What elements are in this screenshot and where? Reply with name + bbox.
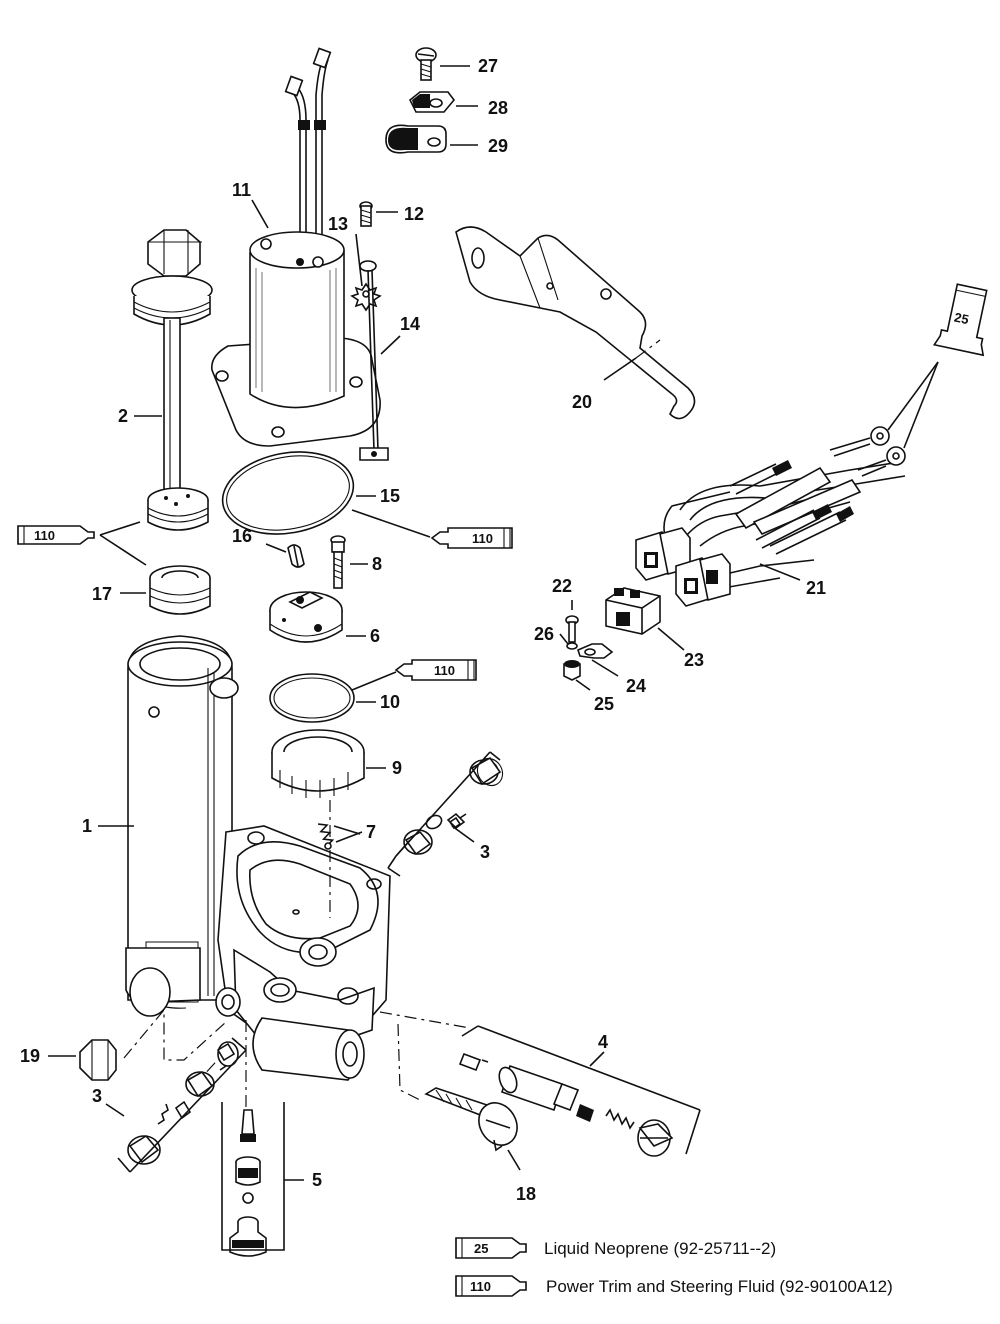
terminal-24 [577, 643, 619, 677]
wiring-harness-21 [635, 426, 906, 607]
callout-1: 1 [82, 816, 92, 836]
callout-5: 5 [312, 1170, 322, 1190]
callout-13: 13 [328, 214, 348, 234]
callout-6: 6 [370, 626, 380, 646]
manual-release-18 [424, 1087, 521, 1171]
callout-29: 29 [488, 136, 508, 156]
legend [455, 1237, 527, 1297]
valve-5 [221, 1102, 304, 1257]
screw-27 [415, 47, 470, 81]
callout-28: 28 [488, 98, 508, 118]
callout-22: 22 [552, 576, 572, 596]
callout-16: 16 [232, 526, 252, 546]
tube-110-left [17, 521, 147, 566]
callout-3-left: 3 [92, 1086, 102, 1106]
tube-110-oring [394, 659, 477, 681]
callout-7: 7 [366, 822, 376, 842]
callout-20: 20 [572, 392, 592, 412]
tube-25-top [887, 283, 988, 449]
legend-tube-110: 110 [470, 1279, 491, 1294]
screw-8 [330, 535, 368, 589]
nut-clip-28 [408, 91, 478, 113]
callout-4: 4 [598, 1032, 608, 1052]
nut-25 [563, 660, 591, 691]
callout-25: 25 [594, 694, 614, 714]
callout-27: 27 [478, 56, 498, 76]
clip-16 [265, 543, 305, 568]
star-washer-13 [350, 233, 382, 312]
oring-15 [221, 451, 431, 538]
ground-wire-14 [359, 260, 401, 461]
screw-12 [359, 201, 398, 227]
legend-tube-25: 25 [474, 1241, 488, 1256]
legend-item-110: Power Trim and Steering Fluid (92-90100A… [546, 1277, 893, 1296]
seal-17 [120, 565, 211, 615]
callout-17: 17 [92, 584, 112, 604]
callout-10: 10 [380, 692, 400, 712]
check-valve-3-right [387, 751, 504, 877]
callout-24: 24 [626, 676, 646, 696]
ring-nut-9 [271, 729, 386, 798]
cable-clamp-29 [385, 124, 478, 154]
spring-ball-7 [318, 823, 363, 850]
pump-6 [269, 591, 366, 643]
tube-label-110-right: 110 [472, 531, 493, 546]
callout-14: 14 [400, 314, 420, 334]
screw-22 [565, 600, 579, 643]
callout-26: 26 [534, 624, 554, 644]
oring-10 [269, 671, 397, 723]
callout-15: 15 [380, 486, 400, 506]
relay-23 [605, 587, 685, 651]
callout-19: 19 [20, 1046, 40, 1066]
callout-12: 12 [404, 204, 424, 224]
tube-label-25-top: 25 [953, 310, 970, 328]
callout-9: 9 [392, 758, 402, 778]
check-valve-3-left [105, 1037, 247, 1173]
callout-18: 18 [516, 1184, 536, 1204]
tube-110-right [430, 527, 513, 549]
callout-23: 23 [684, 650, 704, 670]
plug-19 [48, 1039, 117, 1081]
valve-assembly-4 [458, 1025, 701, 1157]
callout-2: 2 [118, 406, 128, 426]
bracket-20 [455, 226, 696, 420]
tube-label-110-left: 110 [34, 528, 55, 543]
shock-rod-2 [131, 229, 213, 531]
callout-3-right: 3 [480, 842, 490, 862]
callout-11: 11 [232, 180, 251, 200]
motor-11 [211, 47, 381, 447]
legend-item-25: Liquid Neoprene (92-25711--2) [544, 1239, 776, 1258]
washer-26 [559, 633, 578, 650]
trim-cylinder-1 [98, 635, 391, 1081]
callout-8: 8 [372, 554, 382, 574]
tube-label-110-oring: 110 [434, 663, 455, 678]
callout-21: 21 [806, 578, 826, 598]
